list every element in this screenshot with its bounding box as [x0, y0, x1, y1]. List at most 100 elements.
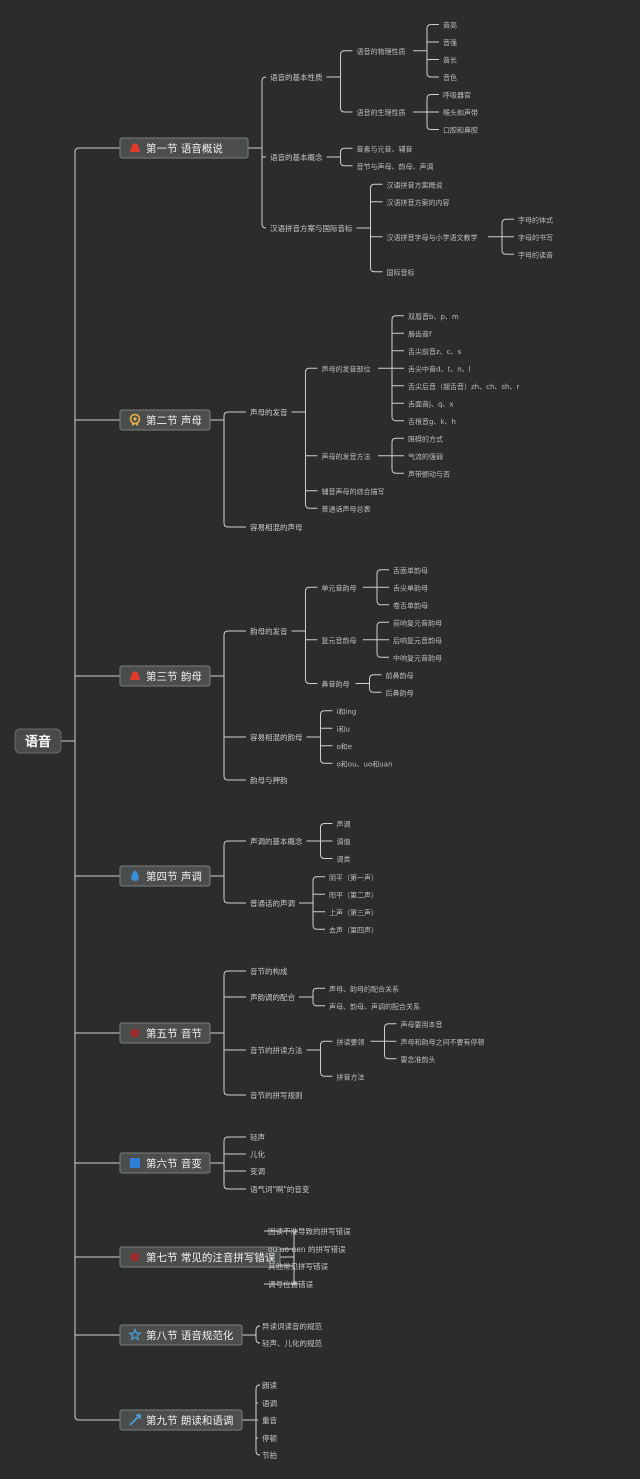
topic-node: 鼻音韵母 [322, 680, 350, 689]
topic-node: 音强 [443, 38, 457, 47]
section-node[interactable] [119, 1409, 243, 1431]
topic-node: 汉语拼音方案与国际音标 [270, 223, 353, 233]
topic-node: 容易相混的声母 [250, 522, 303, 532]
topic-node: 普通话声母总表 [322, 504, 371, 513]
topic-node: 声韵调的配合 [250, 992, 295, 1002]
topic-node: 阴平（第一声） [329, 873, 378, 882]
topic-node: 音素与元音、辅音 [357, 144, 413, 153]
dot-icon [130, 1252, 140, 1262]
topic-node: o和ou、uo和uan [337, 759, 393, 768]
topic-node: 舌根音g、k、h [408, 417, 456, 426]
topic-node: 调号位置错误 [268, 1279, 313, 1289]
topic-node: 后响复元音韵母 [393, 636, 442, 645]
topic-node: 轻声、儿化的规范 [262, 1338, 322, 1348]
topic-node: 调值 [337, 837, 351, 846]
topic-node: 普通话的声调 [250, 898, 295, 908]
topic-node: 汉语拼音方案概说 [387, 180, 443, 189]
section-node[interactable] [119, 1022, 211, 1044]
topic-node: 汉语拼音字母与小学语文教学 [387, 233, 478, 242]
section-node[interactable] [119, 409, 211, 431]
dot-icon [130, 1028, 140, 1038]
section-title: 第二节 声母 [146, 414, 202, 427]
section-title: 第五节 音节 [146, 1027, 202, 1040]
topic-node: 前鼻韵母 [386, 671, 414, 680]
topic-node: 舌面单韵母 [393, 566, 428, 575]
topic-node: 语音的基本性质 [270, 72, 323, 82]
topic-node: 气流的强弱 [408, 452, 443, 461]
topic-node: 前响复元音韵母 [393, 618, 442, 627]
topic-node: 舌尖中音d、t、n、l [408, 364, 471, 373]
section-title: 第三节 韵母 [146, 670, 202, 683]
topic-node: i和ing [337, 707, 357, 716]
topic-node: 上声（第三声） [329, 908, 378, 917]
topic-node: 轻声 [250, 1132, 265, 1142]
topic-node: 重音 [262, 1415, 277, 1425]
topic-node: 拼音方法 [337, 1072, 365, 1081]
topic-node: 朗读 [262, 1380, 277, 1390]
section-node[interactable] [119, 665, 211, 687]
topic-node: 去声（第四声） [329, 925, 378, 934]
topic-node: 声带颤动与否 [408, 469, 450, 478]
topic-node: 声母的发音部位 [322, 364, 371, 373]
topic-node: 声母的发音方法 [322, 452, 371, 461]
topic-node: 容易相混的韵母 [250, 732, 303, 742]
topic-node: 其他常见拼写错误 [268, 1261, 328, 1271]
topic-node: 喉头和声带 [443, 108, 478, 117]
topic-node: 语音的基本概念 [270, 152, 323, 162]
section-title: 第一节 语音概说 [146, 142, 223, 155]
connector-lines [61, 24, 514, 1456]
topic-node: 语调 [262, 1398, 277, 1408]
topic-node: 辅音声母的综合描写 [322, 487, 385, 496]
topic-node: 异读词读音的规范 [262, 1321, 322, 1331]
topic-node: ou uo uen 的拼写错误 [268, 1244, 346, 1254]
star-icon [128, 1327, 142, 1341]
medal-icon [129, 413, 141, 426]
section-title: 第八节 语音规范化 [146, 1329, 234, 1342]
topic-node: 国际音标 [387, 268, 415, 277]
topic-node: 舌尖后音（翘舌音）zh、ch、sh、r [408, 382, 519, 391]
topic-node: 舌尖前音z、c、s [408, 347, 462, 356]
section-node[interactable] [119, 1324, 243, 1346]
topic-node: 字母的读音 [518, 250, 553, 259]
topic-node: 声母、韵母、声调的配合关系 [329, 1002, 420, 1011]
topic-node: 音节的拼写规则 [250, 1090, 303, 1100]
topic-node: 单元音韵母 [322, 583, 357, 592]
topic-node: 字母的体式 [518, 215, 553, 224]
section-title: 第七节 常见的注音拼写错误 [146, 1251, 276, 1264]
root-node[interactable] [14, 728, 62, 754]
topic-node: 儿化 [250, 1149, 265, 1159]
topic-node: 后鼻韵母 [386, 688, 414, 697]
topic-node: 韵母与押韵 [250, 775, 288, 785]
section-title: 第九节 朗读和语调 [146, 1414, 233, 1427]
topic-node: 节拍 [262, 1450, 277, 1460]
topic-node: 音节的拼读方法 [250, 1045, 303, 1055]
topic-node: 字母的书写 [518, 233, 553, 242]
section-node[interactable] [119, 1152, 211, 1174]
topic-node: 舌面音j、q、x [408, 399, 454, 408]
topic-node: 卷舌单韵母 [393, 601, 428, 610]
topic-node: 声母、韵母的配合关系 [329, 984, 399, 993]
section-node[interactable] [119, 865, 211, 887]
topic-node: 声调 [337, 820, 351, 829]
topic-node: 拼读要领 [337, 1037, 365, 1046]
topic-node: 因读不准导致的拼写错误 [268, 1226, 351, 1236]
topic-node: 音节与声母、韵母、声调 [357, 162, 434, 171]
topic-node: 音节的构成 [250, 966, 288, 976]
square-icon [130, 1158, 140, 1168]
topic-node: 呼吸器官 [443, 91, 471, 100]
topic-node: o和e [337, 742, 353, 751]
topic-node: 韵母的发音 [250, 626, 288, 636]
topic-node: 语音的生理性质 [357, 108, 406, 117]
topic-node: 音色 [443, 73, 457, 82]
flame-icon [131, 870, 139, 881]
section-node[interactable] [119, 137, 249, 159]
topic-node: 汉语拼音方案的内容 [387, 198, 450, 207]
topic-node: 口腔和鼻腔 [443, 126, 478, 135]
topic-node: 声调的基本概念 [250, 836, 303, 846]
topic-node: 舌尖单韵母 [393, 583, 428, 592]
topic-node: 复元音韵母 [322, 636, 357, 645]
topic-node: 声母的发音 [250, 407, 288, 417]
section-node[interactable] [119, 1246, 281, 1268]
